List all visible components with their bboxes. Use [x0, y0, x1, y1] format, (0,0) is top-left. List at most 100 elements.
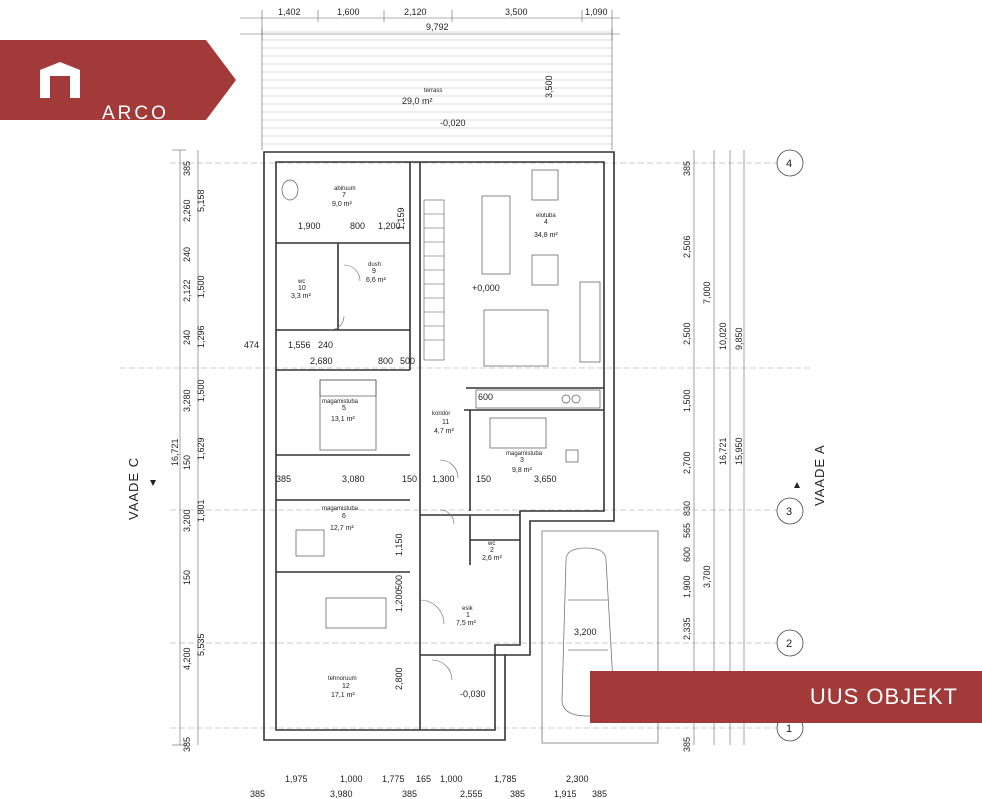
inner-dim: 385 — [276, 474, 291, 484]
room-name: tehnoruum — [328, 676, 357, 682]
room-number: 12 — [342, 683, 350, 690]
right-dim-total: 16,721 — [718, 437, 728, 465]
room-area: 6,6 m² — [366, 277, 387, 284]
left-dim: 3,280 — [182, 389, 192, 412]
left-dim: 385 — [182, 161, 192, 176]
top-dim: 3,500 — [505, 7, 528, 17]
left-dim: 4,200 — [182, 647, 192, 670]
left-dim: 2,122 — [182, 279, 192, 302]
top-dimension-lines — [240, 10, 620, 40]
new-listing-banner: UUS OBJEKT — [590, 671, 982, 723]
inner-dim: 3,650 — [534, 474, 557, 484]
bottom-dim: 1,775 — [382, 774, 405, 784]
room-name: wc — [487, 541, 495, 547]
level-main: +0,000 — [472, 283, 500, 293]
right-dim: 2,500 — [682, 322, 692, 345]
room-area: 12,7 m² — [330, 525, 354, 532]
door-swings — [329, 264, 459, 681]
terrace-label: terrass — [424, 88, 442, 94]
room-number: 9 — [372, 268, 376, 275]
inner-dim: 474 — [244, 340, 259, 350]
right-dim-total: 9,850 — [734, 327, 744, 350]
room-name: elutuba — [536, 213, 556, 219]
axis-label: 3 — [786, 506, 792, 518]
bottom-dim: 1,785 — [494, 774, 517, 784]
room-area: 9,0 m² — [332, 201, 353, 208]
room-area: 17,1 m² — [331, 692, 355, 699]
view-c-label: VAADE C — [126, 457, 141, 520]
top-dim: 1,600 — [337, 7, 360, 17]
terrace-decking — [262, 31, 612, 145]
right-dim: 385 — [682, 737, 692, 752]
left-dim-2: 1,500 — [196, 379, 206, 402]
right-dim-2: 7,000 — [702, 281, 712, 304]
room-number: 2 — [490, 547, 494, 554]
level-entry: -0,030 — [460, 689, 486, 699]
top-dim: 1,402 — [278, 7, 301, 17]
room-number: 5 — [342, 405, 346, 412]
room-name: esik — [462, 606, 474, 612]
inner-dim: 1,200 — [394, 589, 404, 612]
room-area: 7,5 m² — [456, 620, 477, 627]
inner-dim: 1,150 — [394, 533, 404, 556]
room-number: 7 — [342, 192, 346, 199]
exterior-walls — [263, 151, 615, 741]
room-name: magamistuba — [506, 451, 543, 457]
inner-dim: 500 — [394, 575, 404, 590]
terrace-depth-dim: 3,500 — [544, 75, 554, 98]
room-name: magamistuba — [322, 399, 359, 405]
bottom-dim: 385 — [250, 789, 265, 799]
left-dim: 385 — [182, 737, 192, 752]
bottom-dim: 385 — [402, 789, 417, 799]
inner-dim: 3,080 — [342, 474, 365, 484]
room-name: abiruum — [334, 186, 356, 192]
bottom-dim: 1,000 — [440, 774, 463, 784]
right-dim: 565 — [682, 523, 692, 538]
room-number: 10 — [298, 285, 306, 292]
left-dim-2: 5,158 — [196, 189, 206, 212]
right-dim-2: 3,700 — [702, 565, 712, 588]
right-dimension-lines — [693, 150, 745, 745]
bottom-dim: 1,975 — [285, 774, 308, 784]
inner-dim: 1,200 — [378, 221, 401, 231]
view-a-arrow-icon — [794, 482, 800, 488]
brand-name: ARCO — [102, 103, 169, 124]
right-dim: 2,506 — [682, 235, 692, 258]
top-dim: 2,120 — [404, 7, 427, 17]
bottom-dim: 165 — [416, 774, 431, 784]
inner-dim: 1,300 — [432, 474, 455, 484]
view-a-label: VAADE A — [812, 444, 827, 506]
inner-dim: 1,159 — [396, 207, 406, 230]
bottom-dim: 2,300 — [566, 774, 589, 784]
room-area: 34,8 m² — [534, 232, 558, 239]
room-area: 9,8 m² — [512, 467, 533, 474]
room-number: 1 — [466, 612, 470, 619]
bottom-dim: 3,980 — [330, 789, 353, 799]
bottom-dim: 1,000 — [340, 774, 363, 784]
inner-dim: 3,200 — [574, 627, 597, 637]
furniture — [281, 169, 601, 629]
brand-badge[interactable]: ARCO VARA — [0, 40, 236, 136]
room-area: 13,1 m² — [331, 416, 355, 423]
top-dim: 1,090 — [585, 7, 608, 17]
house-logo-icon — [40, 62, 80, 98]
interior-walls — [276, 162, 604, 730]
right-dim: 600 — [682, 547, 692, 562]
left-dim: 3,200 — [182, 509, 192, 532]
room-number: 3 — [520, 457, 524, 464]
room-area: 3,3 m² — [291, 293, 312, 300]
right-dim: 1,900 — [682, 575, 692, 598]
left-dim: 240 — [182, 247, 192, 262]
left-dim: 150 — [182, 455, 192, 470]
room-number: 11 — [442, 419, 449, 426]
brand-badge-shape — [0, 40, 236, 120]
room-name: koridor — [432, 411, 450, 417]
right-dim: 1,500 — [682, 389, 692, 412]
inner-dim: 600 — [478, 392, 493, 402]
room-name: magamistuba — [322, 506, 359, 512]
left-dim: 240 — [182, 330, 192, 345]
left-dim-2: 1,500 — [196, 275, 206, 298]
left-dim: 2,260 — [182, 199, 192, 222]
kitchen-counter — [475, 389, 601, 409]
